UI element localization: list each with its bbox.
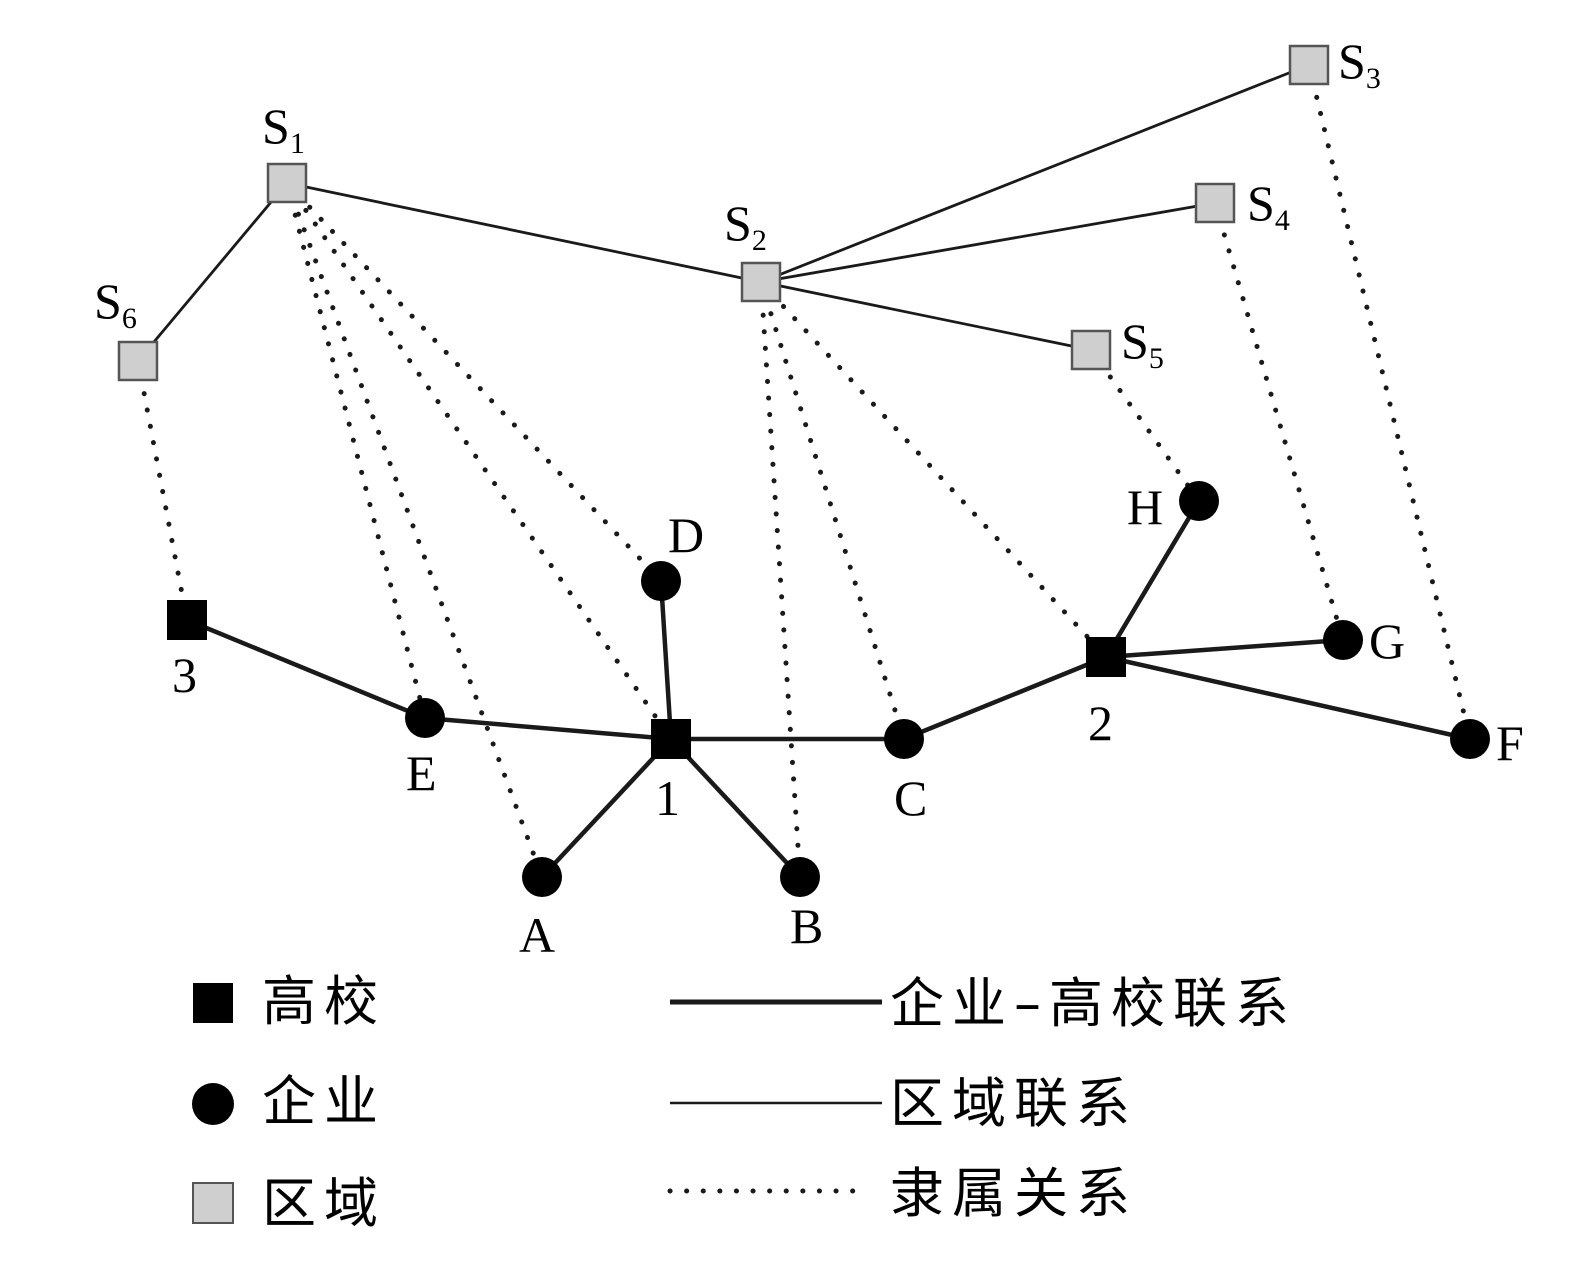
- node-sublabel-s6: 6: [122, 302, 137, 335]
- node-label-u2: 2: [1088, 695, 1113, 751]
- affiliation-s6-u3: [135, 358, 190, 623]
- enterprise-university-link-e-u1: [424, 715, 672, 742]
- diagram-nodes: [117, 44, 1490, 897]
- node-label-s2: S2: [724, 195, 767, 257]
- node-label-s4: S4: [1247, 175, 1290, 237]
- node-label-g: G: [1369, 613, 1405, 669]
- university-node-u1: [651, 719, 691, 759]
- enterprise-node-h: [1179, 481, 1219, 521]
- enterprise-node-c: [884, 719, 924, 759]
- node-sublabel-s5: 5: [1149, 342, 1164, 375]
- affiliation-s3-f: [1306, 62, 1473, 742]
- region-node-s6: [117, 340, 159, 382]
- enterprise-university-link-u2-f: [1105, 654, 1471, 742]
- legend-enterprise-label: 企业: [262, 1070, 386, 1133]
- enterprise-university-link-u1-a: [540, 737, 673, 879]
- node-sublabel-s4: 4: [1275, 204, 1290, 237]
- affiliation-s1-u1: [284, 180, 674, 742]
- region-link-s1-s2: [286, 181, 762, 284]
- diagram-edges: [135, 62, 1473, 880]
- legend-university-marker: [193, 983, 233, 1023]
- affiliation-s1-d: [284, 180, 664, 584]
- node-label-u1: 1: [655, 770, 680, 826]
- region-link-s2-s5: [760, 280, 1092, 352]
- node-label-c: C: [894, 770, 927, 826]
- region-link-s2-s4: [760, 201, 1216, 284]
- node-sublabel-s1: 1: [290, 127, 305, 160]
- region-link-s2-s3: [760, 63, 1310, 284]
- enterprise-node-f: [1450, 719, 1490, 759]
- legend-university-label: 高校: [262, 970, 386, 1033]
- enterprise-university-link-u1-b: [669, 737, 802, 879]
- enterprise-university-link-u2-h: [1104, 499, 1201, 659]
- legend-affiliation-label: 隶属关系: [890, 1162, 1138, 1225]
- affiliation-s1-a: [284, 180, 545, 880]
- university-node-u3: [167, 600, 207, 640]
- node-label-f: F: [1496, 715, 1524, 771]
- node-label-d: D: [668, 507, 704, 563]
- legend: 高校 企业 区域 企业–高校联系 区域联系 隶属关系: [192, 970, 1297, 1235]
- node-label-s1: S1: [262, 98, 305, 160]
- affiliation-s5-h: [1088, 347, 1202, 504]
- enterprise-node-b: [780, 857, 820, 897]
- enterprise-university-link-u3-e: [186, 617, 426, 721]
- legend-region-label: 区域: [262, 1172, 386, 1235]
- affiliation-s1-e: [284, 180, 428, 721]
- legend-region-marker: [192, 1182, 234, 1224]
- affiliation-s2-u2: [758, 279, 1109, 660]
- node-label-b: B: [790, 898, 823, 954]
- university-node-u2: [1086, 637, 1126, 677]
- legend-enterprise-university-label: 企业–高校联系: [890, 972, 1297, 1035]
- node-label-u3: 3: [172, 647, 197, 703]
- node-label-a: A: [519, 907, 555, 963]
- enterprise-university-link-c-u2: [903, 654, 1107, 742]
- enterprise-university-link-d-u1: [658, 580, 674, 740]
- region-node-s1: [266, 162, 308, 204]
- node-label-s5: S5: [1121, 313, 1164, 375]
- node-label-e: E: [406, 745, 437, 801]
- enterprise-node-d: [641, 561, 681, 601]
- node-sublabel-s3: 3: [1366, 62, 1381, 95]
- node-label-h: H: [1127, 479, 1163, 535]
- region-node-s5: [1070, 329, 1112, 371]
- affiliation-s2-c: [758, 279, 907, 742]
- affiliation-s4-g: [1212, 200, 1346, 643]
- enterprise-node-e: [405, 698, 445, 738]
- legend-enterprise-marker: [192, 1083, 234, 1125]
- enterprise-node-a: [522, 857, 562, 897]
- enterprise-node-g: [1323, 620, 1363, 660]
- region-link-s6-s1: [136, 182, 289, 362]
- region-node-s3: [1288, 44, 1330, 86]
- affiliation-s2-b: [758, 279, 803, 880]
- node-label-s6: S6: [94, 273, 137, 335]
- enterprise-university-link-u2-g: [1105, 637, 1344, 660]
- region-node-s2: [740, 261, 782, 303]
- node-label-s3: S3: [1338, 33, 1381, 95]
- legend-region-link-label: 区域联系: [890, 1072, 1138, 1135]
- region-node-s4: [1194, 182, 1236, 224]
- node-sublabel-s2: 2: [752, 224, 767, 257]
